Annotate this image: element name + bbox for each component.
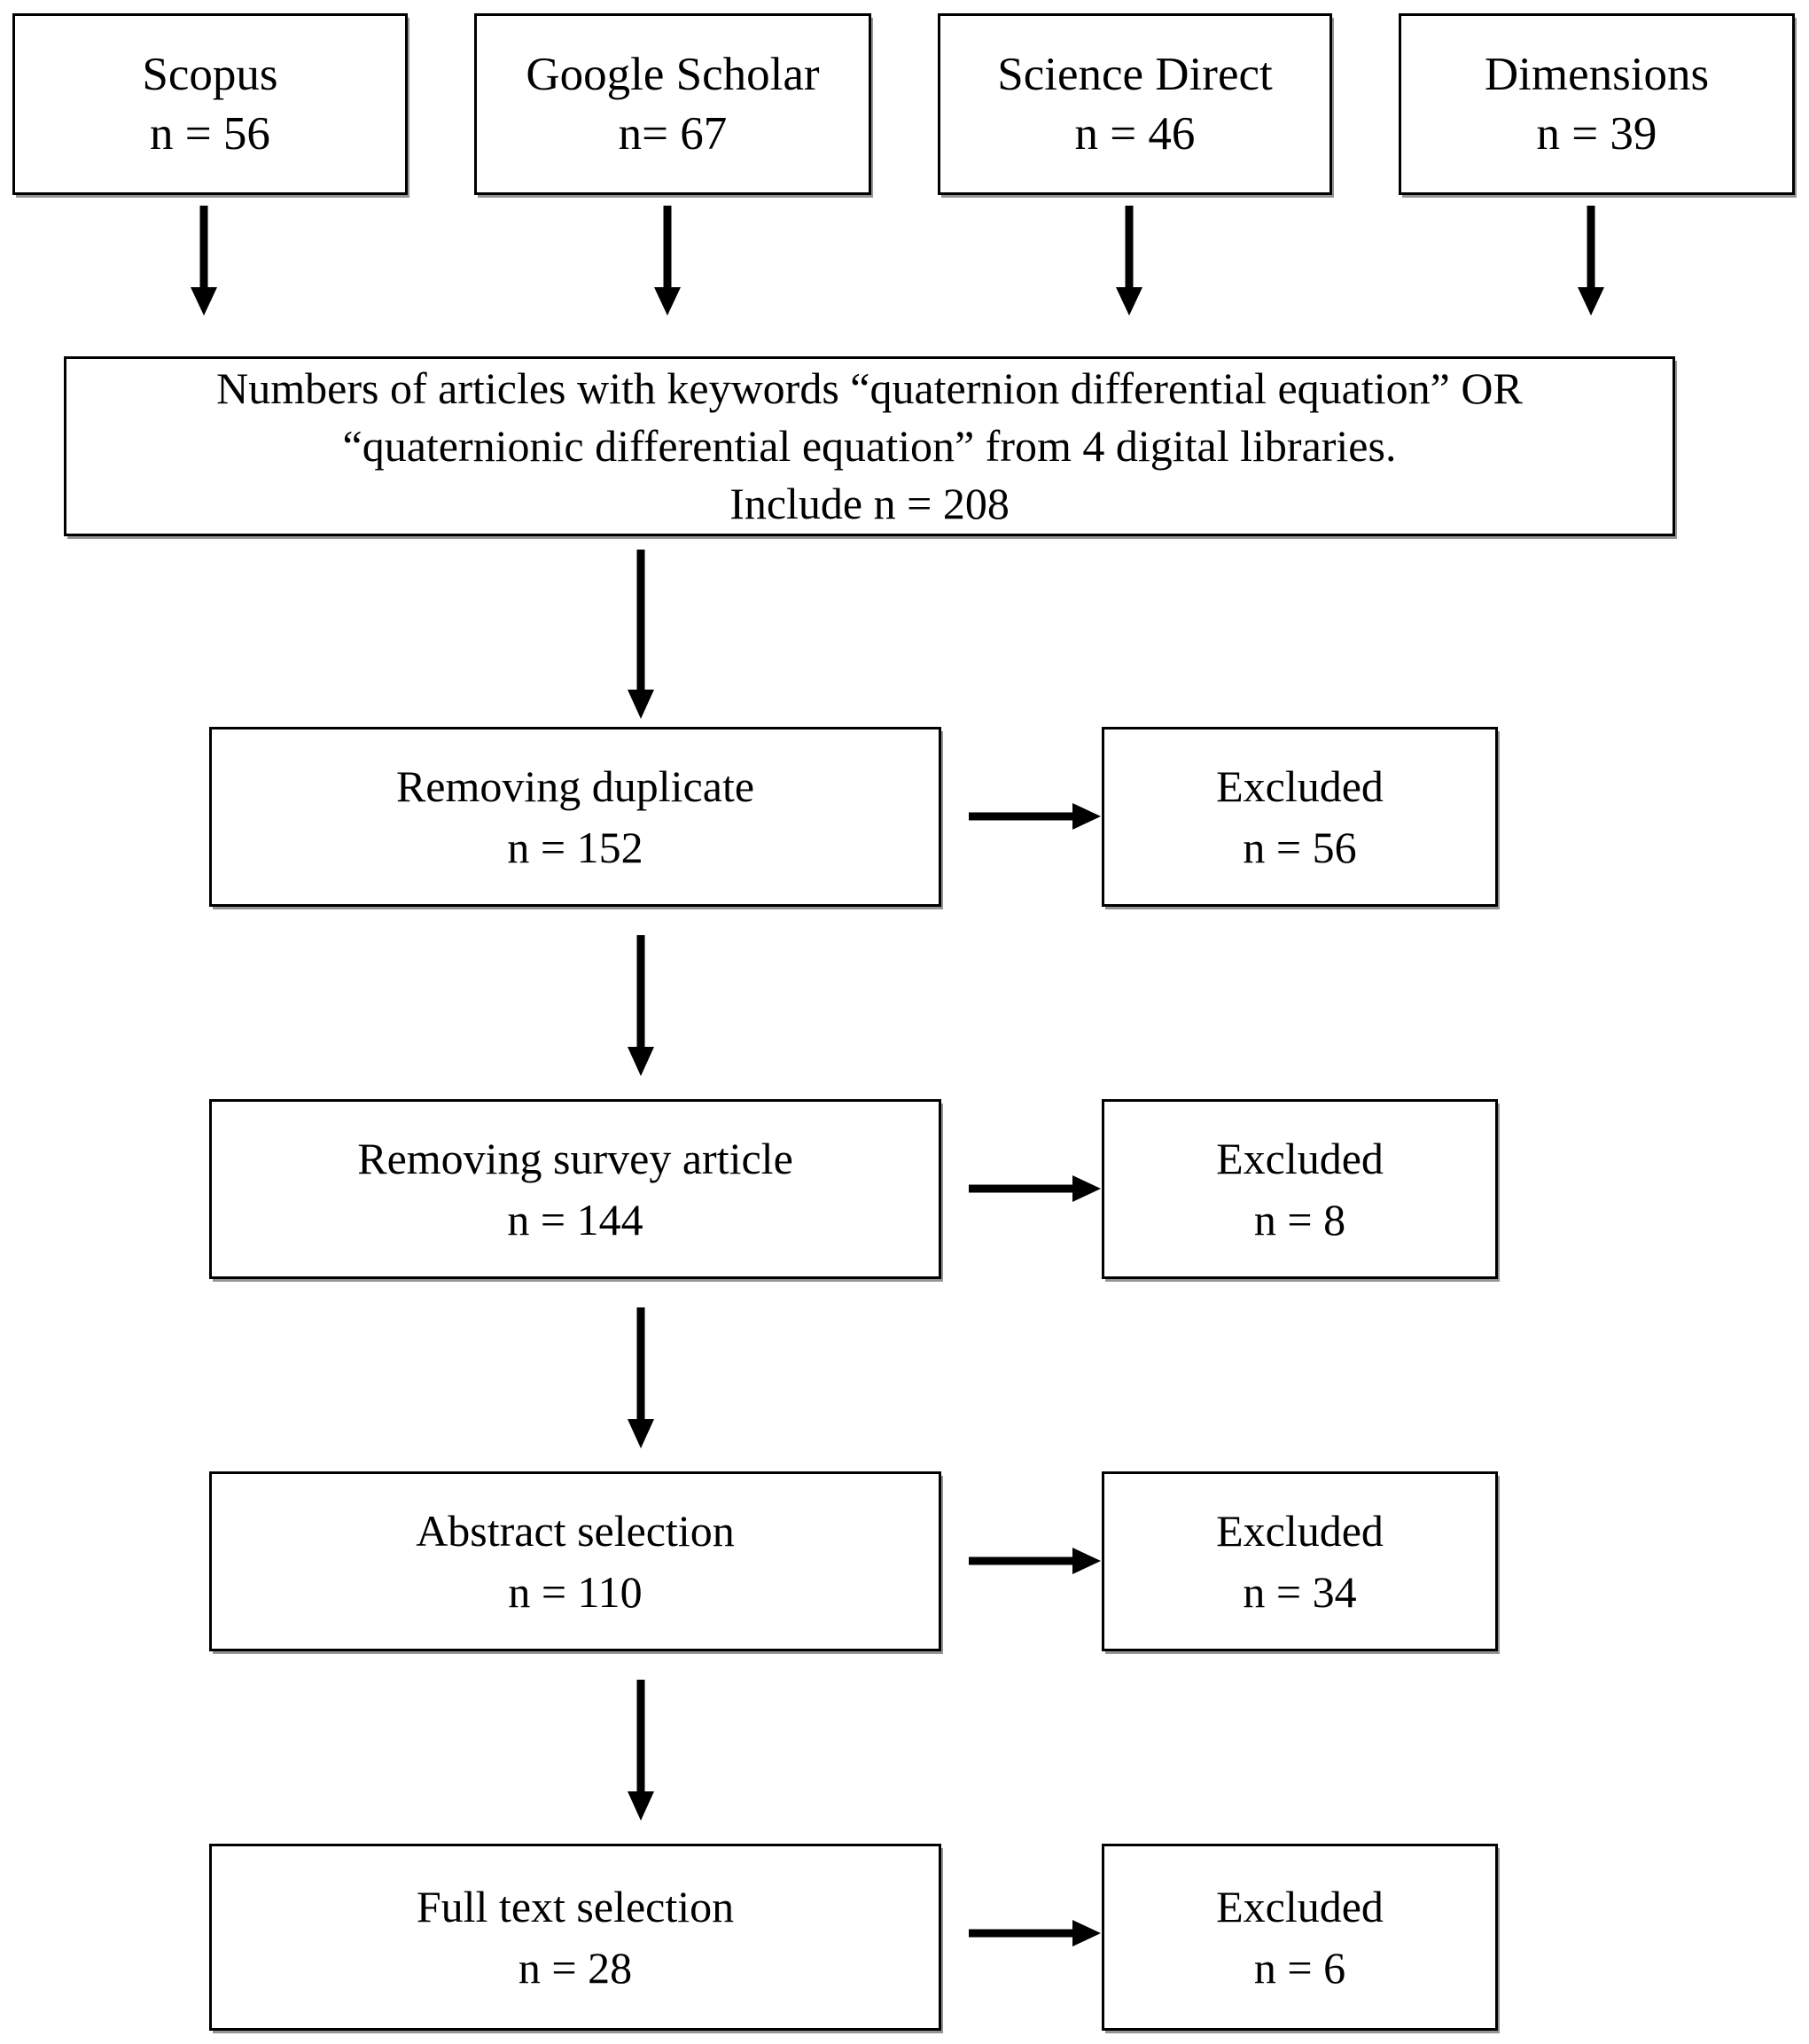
- excluded-count: n = 56: [1243, 822, 1357, 872]
- excluded-box-removing-duplicate[interactable]: Excluded n = 56: [1102, 727, 1498, 907]
- excluded-box-full-text-selection[interactable]: Excluded n = 6: [1102, 1844, 1498, 2031]
- arrow-removing-duplicate-to-removing-survey-article: [628, 935, 654, 1077]
- excluded-count: n = 34: [1243, 1566, 1357, 1617]
- step-count: n = 152: [507, 822, 643, 872]
- step-box-removing-duplicate[interactable]: Removing duplicate n = 152: [209, 727, 941, 907]
- step-box-removing-survey-article[interactable]: Removing survey article n = 144: [209, 1099, 941, 1279]
- step-count: n = 110: [508, 1566, 643, 1617]
- arrow-abstract-selection-to-full-text-selection: [628, 1680, 654, 1822]
- step-count: n = 144: [507, 1194, 643, 1244]
- excluded-box-abstract-selection[interactable]: Excluded n = 34: [1102, 1471, 1498, 1651]
- summary-include-count: Include n = 208: [729, 479, 1010, 528]
- arrow-removing-survey-article-to-excluded: [969, 1175, 1102, 1202]
- source-name: Scopus: [142, 48, 278, 100]
- source-name: Science Direct: [997, 48, 1273, 100]
- step-box-full-text-selection[interactable]: Full text selection n = 28: [209, 1844, 941, 2031]
- source-box-dimensions[interactable]: Dimensions n = 39: [1399, 13, 1795, 195]
- source-name: Dimensions: [1484, 48, 1710, 100]
- source-name: Google Scholar: [526, 48, 820, 100]
- source-box-google-scholar[interactable]: Google Scholar n= 67: [474, 13, 871, 195]
- arrow-dimensions-to-summary: [1578, 206, 1604, 316]
- arrow-summary-to-removing-duplicate: [628, 550, 654, 720]
- excluded-box-removing-survey-article[interactable]: Excluded n = 8: [1102, 1099, 1498, 1279]
- summary-box[interactable]: Numbers of articles with keywords “quate…: [64, 356, 1675, 536]
- excluded-label: Excluded: [1216, 1133, 1384, 1183]
- arrow-scopus-to-summary: [191, 206, 217, 316]
- step-label: Removing duplicate: [395, 761, 755, 811]
- excluded-count: n = 8: [1253, 1194, 1346, 1244]
- excluded-label: Excluded: [1216, 1505, 1384, 1556]
- arrow-google-scholar-to-summary: [654, 206, 681, 316]
- arrow-abstract-selection-to-excluded: [969, 1548, 1102, 1574]
- source-count: n= 67: [618, 107, 728, 160]
- source-box-science-direct[interactable]: Science Direct n = 46: [938, 13, 1332, 195]
- step-box-abstract-selection[interactable]: Abstract selection n = 110: [209, 1471, 941, 1651]
- summary-line-1: Numbers of articles with keywords “quate…: [216, 363, 1523, 413]
- arrow-full-text-selection-to-excluded: [969, 1920, 1102, 1946]
- arrow-removing-survey-article-to-abstract-selection: [628, 1307, 654, 1449]
- source-count: n = 39: [1536, 107, 1657, 160]
- excluded-label: Excluded: [1216, 1881, 1384, 1931]
- step-label: Abstract selection: [416, 1505, 735, 1556]
- excluded-count: n = 6: [1253, 1942, 1346, 1993]
- source-box-scopus[interactable]: Scopus n = 56: [12, 13, 408, 195]
- source-count: n = 46: [1074, 107, 1196, 160]
- arrow-science-direct-to-summary: [1116, 206, 1142, 316]
- excluded-label: Excluded: [1216, 761, 1384, 811]
- step-label: Full text selection: [416, 1881, 735, 1931]
- step-count: n = 28: [518, 1942, 633, 1993]
- summary-line-2: “quaternionic differential equation” fro…: [342, 421, 1397, 471]
- step-label: Removing survey article: [357, 1133, 793, 1183]
- source-count: n = 56: [150, 107, 270, 160]
- arrow-removing-duplicate-to-excluded: [969, 803, 1102, 830]
